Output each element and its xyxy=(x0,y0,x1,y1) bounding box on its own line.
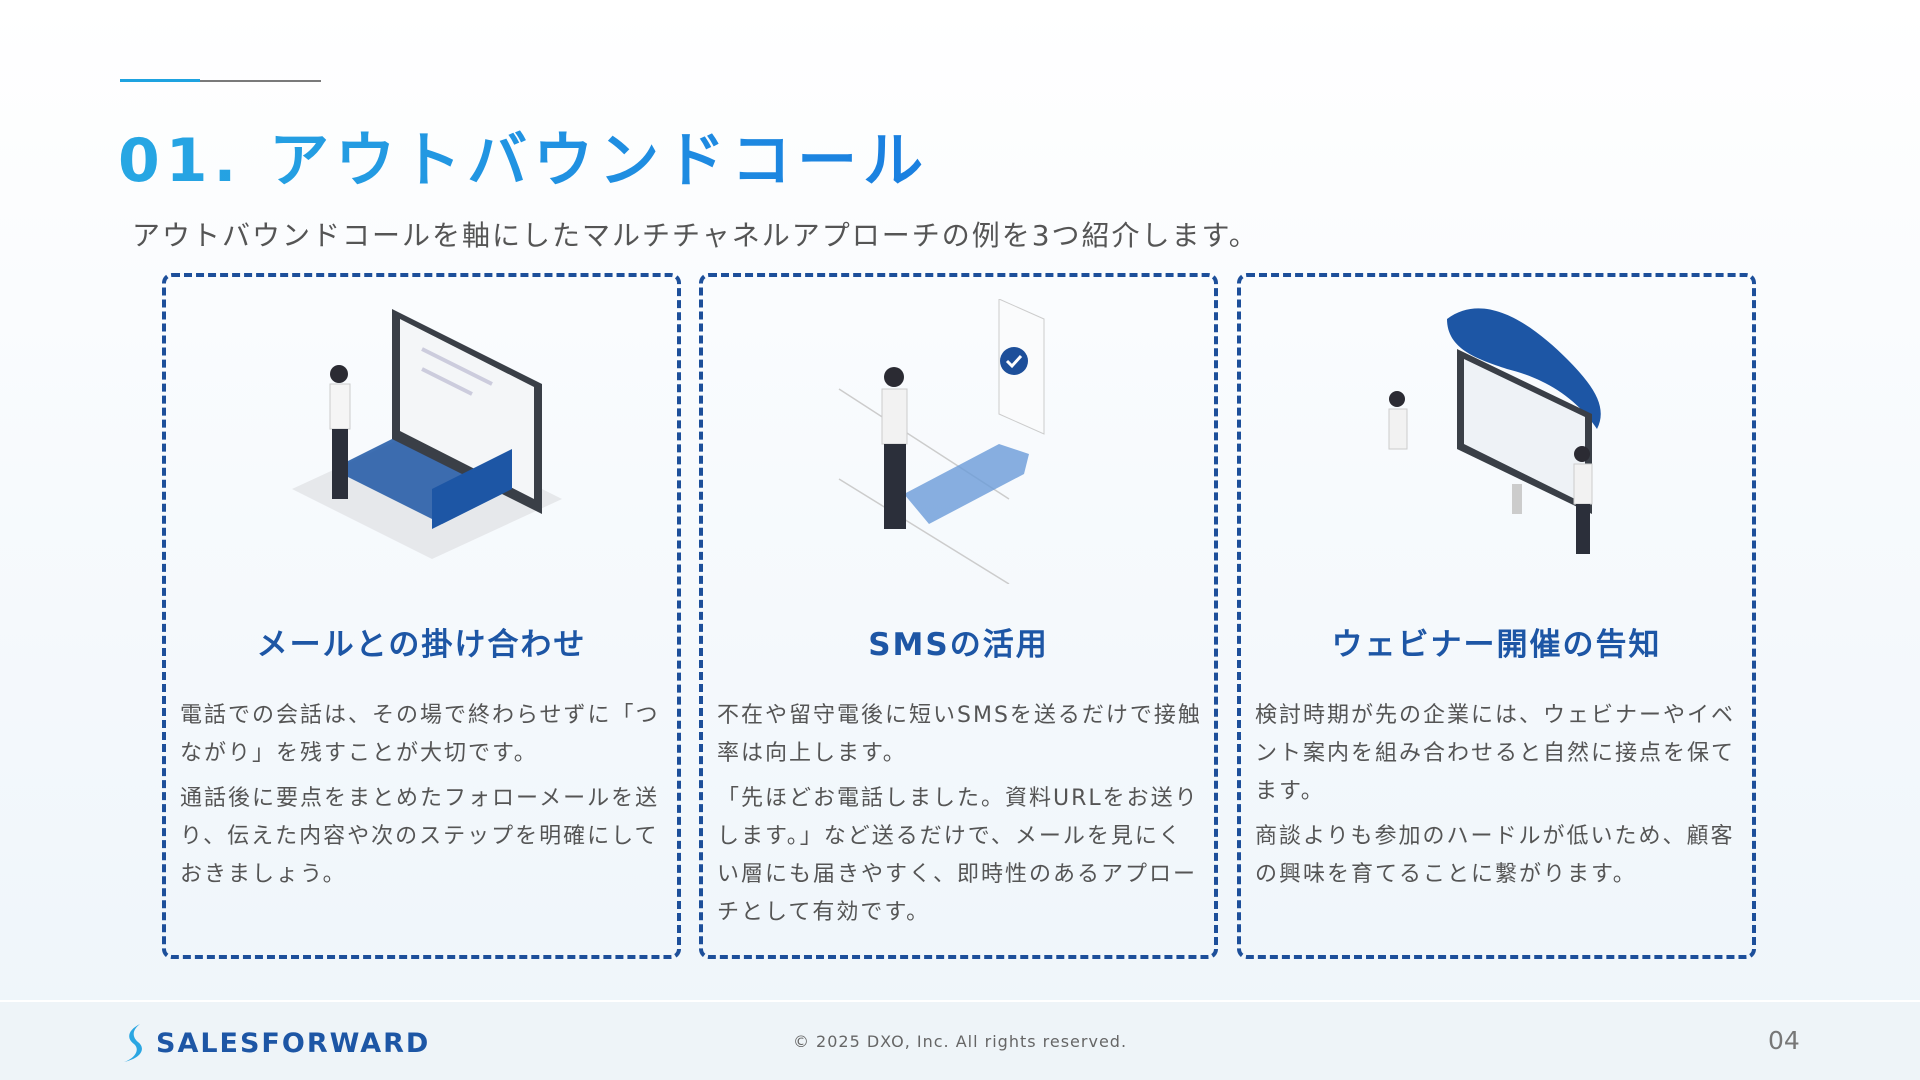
card-body: 電話での会話は、その場で終わらせずに「つながり」を残すことが大切です。 通話後に… xyxy=(180,697,667,901)
logo-mark-icon xyxy=(124,1024,142,1062)
card-heading: メールとの掛け合わせ xyxy=(256,627,587,663)
laptop-email-illustration xyxy=(166,299,677,584)
page-title: 01. アウトバウンドコール xyxy=(118,112,929,199)
card-paragraph: 不在や留守電後に短いSMSを送るだけで接触率は向上します。 xyxy=(717,703,1202,766)
card-paragraph: 商談よりも参加のハードルが低いため、顧客の興味を育てることに繋がります。 xyxy=(1255,824,1735,887)
page-subtitle: アウトバウンドコールを軸にしたマルチチャネルアプローチの例を3つ紹介します。 xyxy=(132,219,1259,252)
brand-logo: SALESFORWARD xyxy=(120,1022,430,1064)
card-heading: ウェビナー開催の告知 xyxy=(1331,627,1662,663)
sms-illustration xyxy=(703,299,1214,584)
card-sms: SMSの活用 不在や留守電後に短いSMSを送るだけで接触率は向上します。 「先ほ… xyxy=(699,273,1218,959)
card-body: 不在や留守電後に短いSMSを送るだけで接触率は向上します。 「先ほどお電話しまし… xyxy=(717,697,1204,939)
copyright: © 2025 DXO, Inc. All rights reserved. xyxy=(792,1032,1128,1051)
webinar-illustration xyxy=(1241,299,1752,584)
footer: SALESFORWARD © 2025 DXO, Inc. All rights… xyxy=(0,1000,1920,1080)
card-heading: SMSの活用 xyxy=(868,627,1049,663)
card-paragraph: 検討時期が先の企業には、ウェビナーやイベント案内を組み合わせると自然に接点を保て… xyxy=(1255,703,1736,804)
card-body: 検討時期が先の企業には、ウェビナーやイベント案内を組み合わせると自然に接点を保て… xyxy=(1255,697,1742,901)
card-paragraph: 電話での会話は、その場で終わらせずに「つながり」を残すことが大切です。 xyxy=(180,703,660,766)
card-paragraph: 通話後に要点をまとめたフォローメールを送り、伝えた内容や次のステップを明確にして… xyxy=(180,786,660,887)
title-accent-line xyxy=(120,79,321,82)
card-paragraph: 「先ほどお電話しました。資料URLをお送りします。」など送るだけで、メールを見に… xyxy=(717,786,1199,925)
card-webinar: ウェビナー開催の告知 検討時期が先の企業には、ウェビナーやイベント案内を組み合わ… xyxy=(1237,273,1756,959)
logo-text: SALESFORWARD xyxy=(156,1027,431,1059)
card-email: メールとの掛け合わせ 電話での会話は、その場で終わらせずに「つながり」を残すこと… xyxy=(162,273,681,959)
page-number: 04 xyxy=(1768,1026,1800,1055)
